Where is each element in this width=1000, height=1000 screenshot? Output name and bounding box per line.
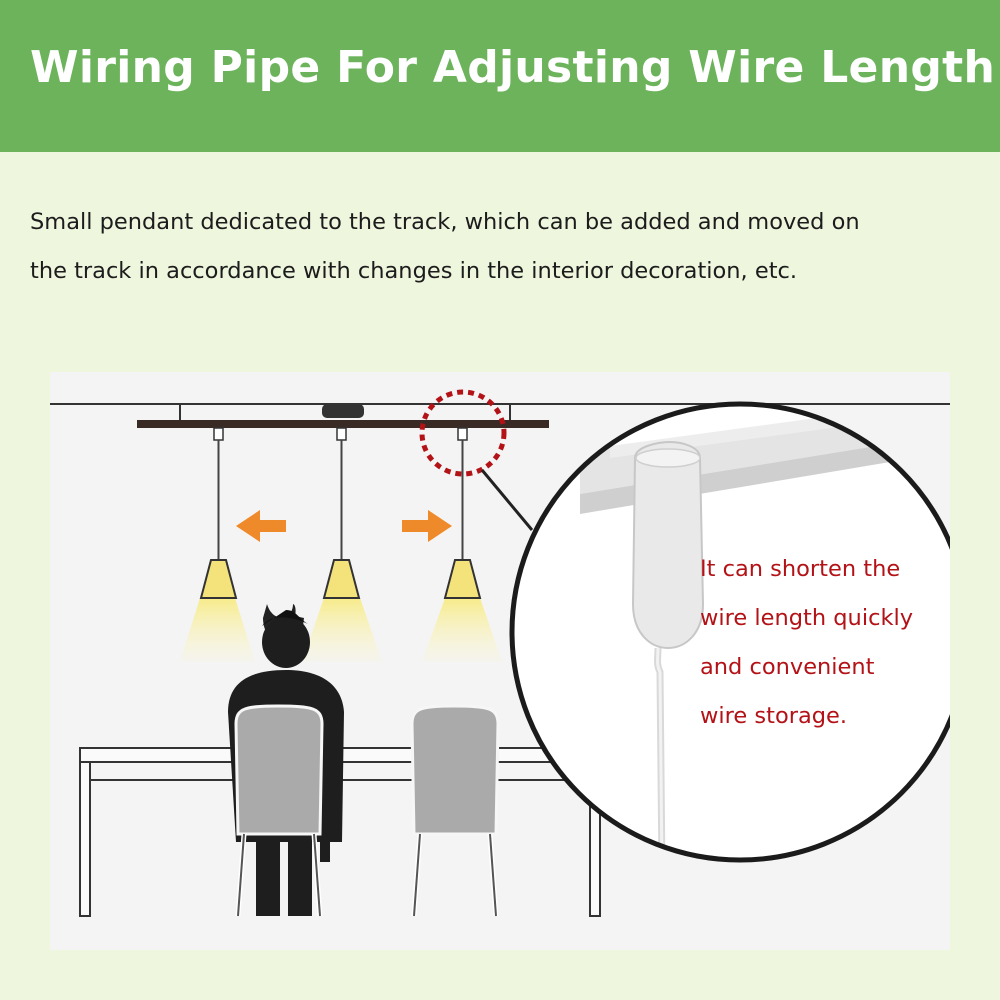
callout-line-3: and convenient <box>700 654 875 680</box>
description-line-2: the track in accordance with changes in … <box>30 258 798 284</box>
callout-line-1: It can shorten the <box>700 556 901 582</box>
chair-left <box>234 704 324 917</box>
track-light-illustration <box>50 372 950 950</box>
pendant-lamp-middle <box>302 427 382 662</box>
description: Small pendant dedicated to the track, wh… <box>30 198 975 296</box>
left-arrow-icon <box>236 510 286 542</box>
callout-pointer <box>480 469 534 531</box>
highlight-circle <box>419 389 507 477</box>
chair-right <box>410 704 500 917</box>
pendant-lamp-right <box>422 427 502 662</box>
page-title: Wiring Pipe For Adjusting Wire Length <box>30 42 996 93</box>
track-rail <box>137 404 549 428</box>
right-arrow-icon <box>402 510 452 542</box>
zoom-circle <box>509 401 950 863</box>
description-line-1: Small pendant dedicated to the track, wh… <box>30 209 860 235</box>
pendant-lamp-left <box>180 427 255 662</box>
callout-line-2: wire length quickly <box>700 605 914 631</box>
callout-text: It can shorten the wire length quickly a… <box>700 545 913 741</box>
callout-line-4: wire storage. <box>700 703 848 729</box>
header-banner: Wiring Pipe For Adjusting Wire Length <box>0 0 1000 152</box>
